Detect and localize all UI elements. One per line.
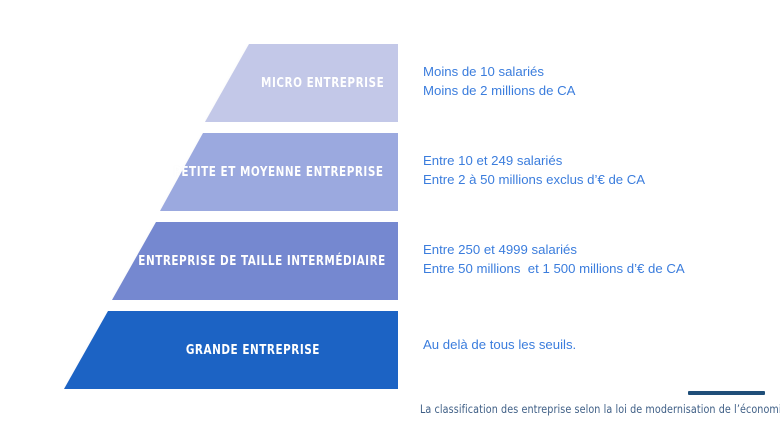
tier-description-entreprise-de-taille-intermediaire: Entre 250 et 4999 salariés Entre 50 mill… xyxy=(423,242,685,276)
pyramid-diagram: MICRO ENTREPRISE PETITE ET MOYENNE ENTRE… xyxy=(0,0,420,400)
tier-label-grande-entreprise: GRANDE ENTREPRISE xyxy=(185,342,320,358)
tier-label-entreprise-de-taille-intermediaire: ENTREPRISE DE TAILLE INTERMÉDIAIRE xyxy=(138,253,386,269)
tier-shape-petite-et-moyenne-entreprise xyxy=(160,133,398,211)
tier-label-micro-entreprise: MICRO ENTREPRISE xyxy=(260,75,384,91)
tier-description-petite-et-moyenne-entreprise: Entre 10 et 249 salariés Entre 2 à 50 mi… xyxy=(423,153,646,187)
pyramid-tier-micro-entreprise[interactable]: MICRO ENTREPRISE xyxy=(205,44,398,122)
tier-label-petite-et-moyenne-entreprise: PETITE ET MOYENNE ENTREPRISE xyxy=(173,164,384,180)
tier-shape-entreprise-de-taille-intermediaire xyxy=(112,222,398,300)
tier-shape-grande-entreprise xyxy=(64,311,398,389)
footer-divider-rule xyxy=(688,391,765,395)
pyramid-tier-petite-et-moyenne-entreprise[interactable]: PETITE ET MOYENNE ENTREPRISE xyxy=(160,133,398,211)
tier-shape-micro-entreprise xyxy=(205,44,398,122)
tier-description-grande-entreprise: Au delà de tous les seuils. xyxy=(423,337,577,352)
pyramid-tier-entreprise-de-taille-intermediaire[interactable]: ENTREPRISE DE TAILLE INTERMÉDIAIRE xyxy=(112,222,398,300)
pyramid-tier-grande-entreprise[interactable]: GRANDE ENTREPRISE xyxy=(64,311,398,389)
footer-caption: La classification des entreprise selon l… xyxy=(420,402,780,416)
tier-description-micro-entreprise: Moins de 10 salariés Moins de 2 millions… xyxy=(423,64,576,98)
